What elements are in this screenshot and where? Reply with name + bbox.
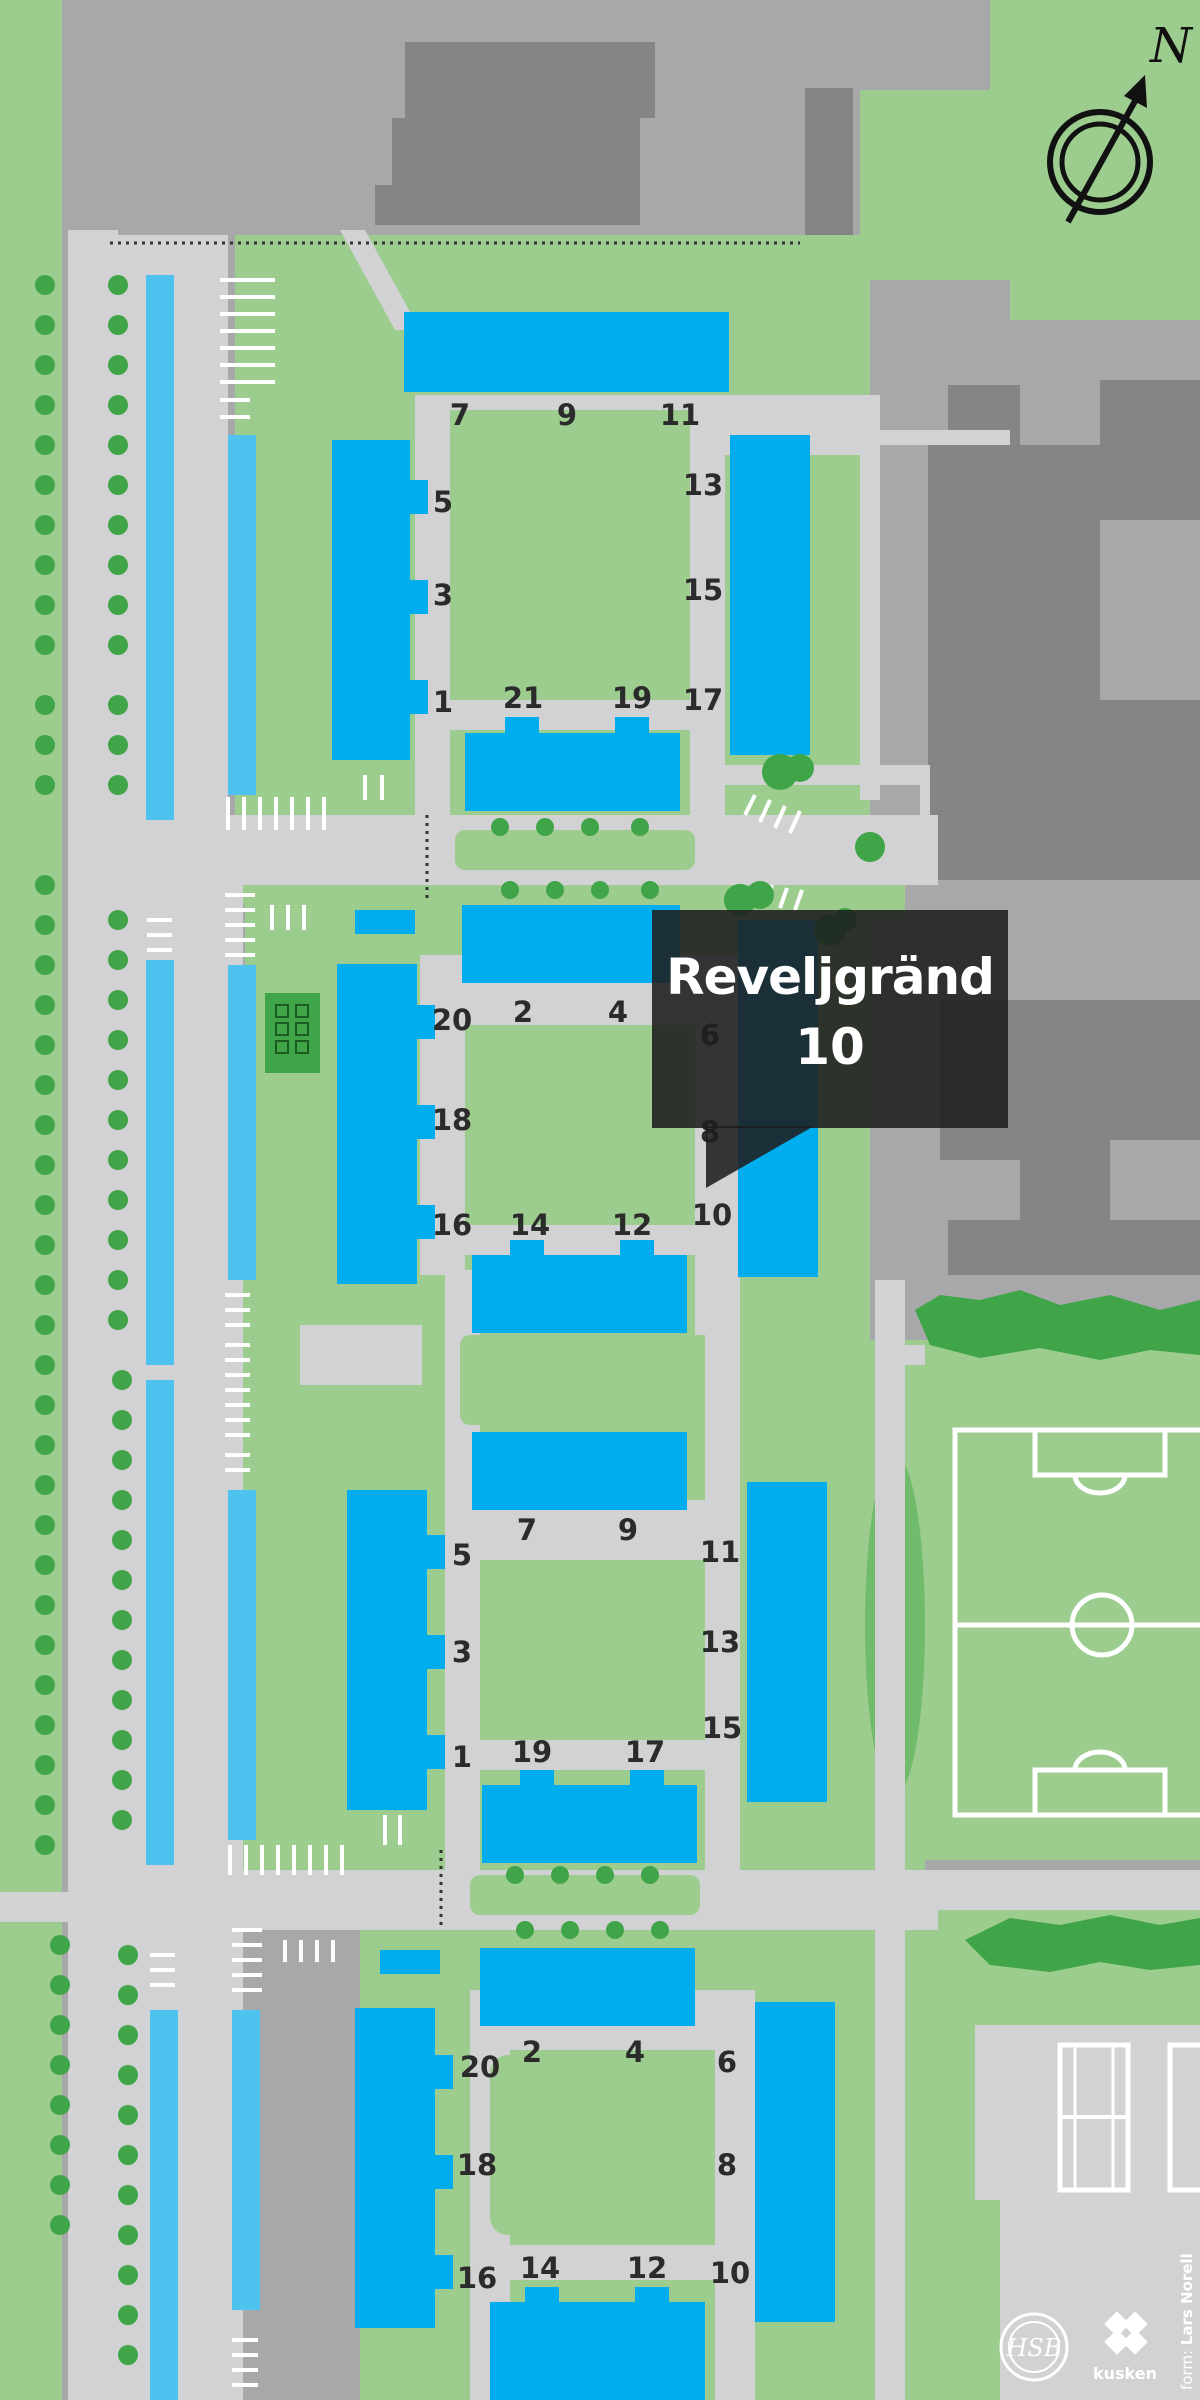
credit-prefix: form: [1178,2345,1196,2390]
address-label: 17 [683,683,723,717]
playground [265,993,320,1073]
compass-north-label: N [1149,18,1194,74]
address-label: 17 [625,1735,665,1769]
address-label: 18 [457,2148,497,2182]
callout-street-name: Reveljgränd [666,948,995,1006]
location-callout: Reveljgränd 10 [652,910,1008,1128]
building [490,2302,705,2400]
address-label: 9 [618,1513,638,1547]
address-label: 2 [522,2035,542,2069]
address-label: 8 [717,2148,737,2182]
kusken-logo-text: kusken [1093,2364,1158,2383]
address-label: 6 [717,2045,737,2079]
address-label: 5 [433,485,453,519]
building [480,1948,695,2026]
address-label: 14 [520,2251,560,2285]
building [347,1490,427,1810]
tennis-court-area [975,2025,1200,2400]
svg-text:HSB: HSB [1005,2334,1061,2362]
building [465,733,680,811]
address-label: 14 [510,1208,550,1242]
hsb-logo: HSB [999,2312,1069,2382]
credit-name: Lars Norell [1178,2253,1196,2346]
building [472,1255,687,1333]
building [462,905,680,983]
address-label: 13 [700,1625,740,1659]
address-label: 18 [432,1103,472,1137]
address-label: 11 [700,1535,740,1569]
address-label: 4 [625,2035,645,2069]
address-label: 19 [612,681,652,715]
map-credit: form: Lars Norell [1178,2253,1196,2390]
building [747,1482,827,1802]
address-labels: 7 9 11 13 15 17 19 21 1 3 5 2 4 6 8 10 1… [432,398,750,2295]
tree-belt-east [915,1290,1200,1360]
sports-area [880,1340,1200,1860]
building [472,1432,687,1510]
address-label: 5 [452,1538,472,1572]
address-label: 7 [517,1513,537,1547]
tree-belt-southeast [965,1915,1200,1972]
address-label: 19 [512,1735,552,1769]
address-label: 13 [683,468,723,502]
compass-icon: N [1047,18,1194,224]
address-label: 3 [433,578,453,612]
address-label: 15 [702,1711,742,1745]
building [337,964,417,1284]
callout-pointer [706,1126,814,1188]
address-label: 9 [557,398,577,432]
building [355,2008,435,2328]
address-label: 20 [432,1003,472,1037]
building [482,1785,697,1863]
address-label: 1 [452,1740,472,1774]
address-label: 12 [612,1208,652,1242]
address-label: 16 [432,1208,472,1242]
building [404,312,729,392]
address-label: 11 [660,398,700,432]
address-label: 20 [460,2050,500,2084]
building [332,440,410,760]
address-label: 21 [503,681,543,715]
address-label: 10 [692,1198,732,1232]
address-label: 2 [513,995,533,1029]
address-label: 15 [683,573,723,607]
parking-stripes [147,278,804,2387]
grass-area-northeast [730,0,1200,320]
trees [35,275,885,2365]
address-label: 4 [608,995,628,1029]
address-label: 10 [710,2256,750,2290]
address-label: 16 [457,2261,497,2295]
dark-building-north [375,42,655,225]
address-label: 3 [452,1635,472,1669]
callout-house-number: 10 [795,1018,865,1076]
address-label: 7 [450,398,470,432]
carports [146,275,260,2400]
address-label: 12 [627,2251,667,2285]
gravel-pitch [300,1325,422,1385]
courtyards [455,440,700,2235]
building [730,435,810,755]
building [755,2002,835,2322]
address-label: 1 [433,685,453,719]
